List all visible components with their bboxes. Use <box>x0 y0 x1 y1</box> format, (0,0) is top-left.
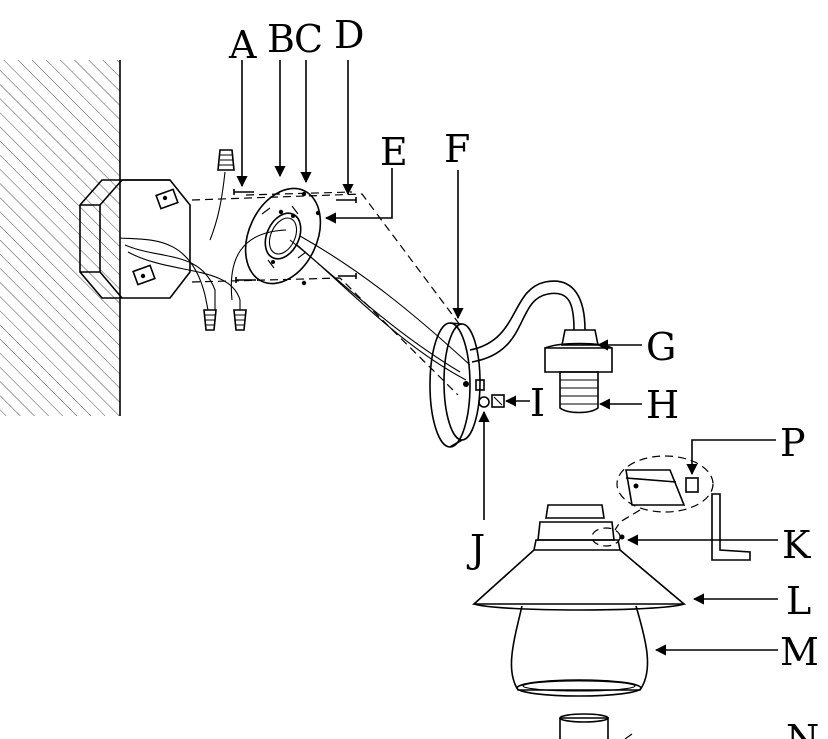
wire-connector-icon <box>217 149 235 171</box>
label-a: A <box>228 23 257 67</box>
glass-globe <box>510 605 649 697</box>
label-m: M <box>780 630 819 674</box>
wire-connector-icon <box>233 309 247 331</box>
label-j: J <box>466 527 485 571</box>
detail-callout <box>614 455 714 531</box>
label-l: L <box>786 579 811 623</box>
label-n: N <box>786 717 819 739</box>
label-e: E <box>380 130 408 174</box>
wire-connector-icon <box>203 309 217 331</box>
label-p: P <box>780 421 806 465</box>
alignment-guides <box>191 191 461 396</box>
leader-lines <box>236 60 778 656</box>
mounting-plate <box>244 187 322 285</box>
socket-cap <box>544 329 613 373</box>
junction-box <box>79 179 191 299</box>
label-c: C <box>294 17 323 61</box>
shade-collar <box>533 504 625 551</box>
hex-key-icon <box>711 493 751 561</box>
label-d: D <box>334 13 364 57</box>
backplate <box>429 322 485 448</box>
label-h: H <box>646 383 679 427</box>
washer <box>478 396 490 408</box>
label-g: G <box>646 325 676 369</box>
threaded-socket <box>559 371 599 414</box>
wall <box>0 60 121 416</box>
box-wires <box>119 149 247 331</box>
label-b: B <box>267 17 295 61</box>
nut <box>491 394 505 408</box>
fixture-wires <box>230 229 471 381</box>
gooseneck-arm <box>469 280 586 363</box>
lamp-shade <box>471 549 687 611</box>
bottom-finial <box>559 713 633 739</box>
label-i: I <box>530 381 545 425</box>
label-f: F <box>444 127 470 171</box>
label-k: K <box>782 523 811 567</box>
